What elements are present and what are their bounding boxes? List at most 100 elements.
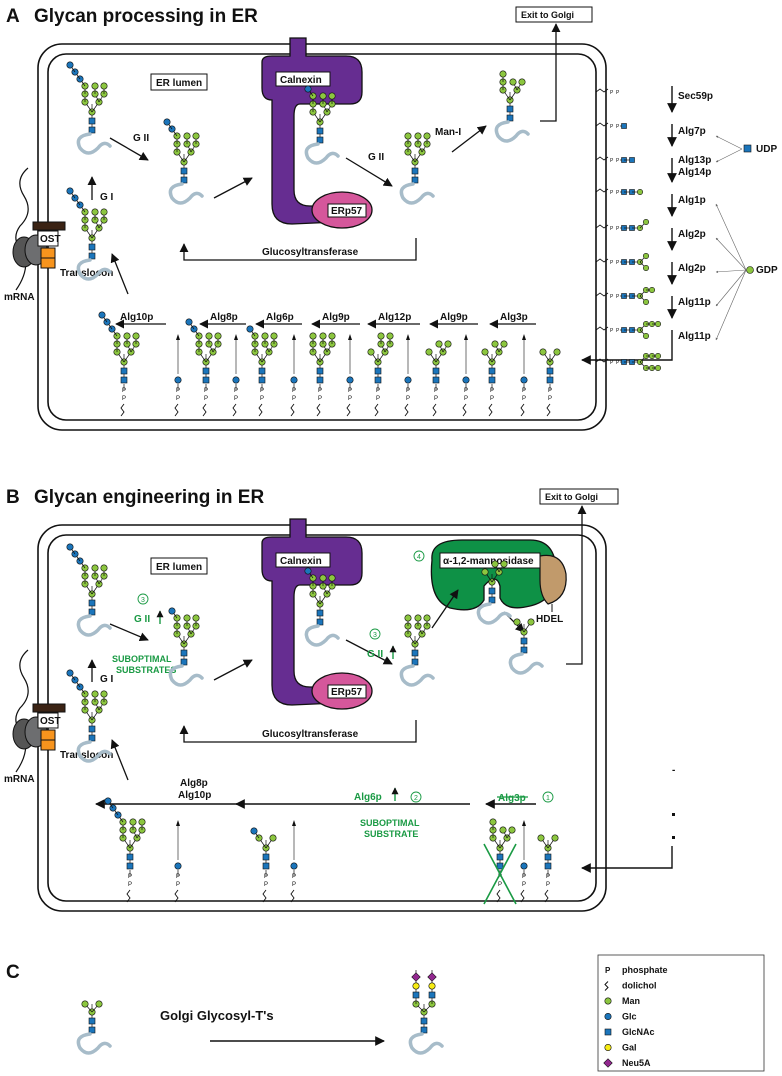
glcnac-residue: [496, 862, 504, 870]
man-residue: [261, 332, 269, 340]
gII-label-2-b: G II: [367, 649, 383, 660]
glcnac-residue: [420, 1026, 428, 1034]
glcnac-residue: [258, 367, 266, 375]
enzyme-alg8p: Alg8p: [210, 312, 238, 323]
phosphate-symbol: P: [522, 396, 526, 402]
exit-golgi-box-b: [539, 488, 619, 505]
protein-chain: [76, 258, 112, 281]
man-residue: [508, 826, 516, 834]
protein-chain: [476, 602, 512, 625]
man-residue: [513, 618, 521, 626]
svg-text:P: P: [616, 294, 620, 300]
dolichol-tail: [544, 889, 549, 903]
glc-residue: [246, 325, 254, 333]
glc-residue: [66, 187, 74, 195]
arrow-transfer-b: [110, 739, 129, 781]
lipid-linked-oligosaccharide: PP: [174, 334, 182, 417]
phosphate-symbol: P: [176, 882, 180, 888]
man-residue: [95, 1000, 103, 1008]
protein-chain: [76, 740, 112, 763]
svg-text:P: P: [610, 124, 614, 130]
arrow-gII-1-b: [109, 623, 149, 642]
phosphate-symbol: P: [434, 388, 438, 394]
glcnac-residue: [180, 649, 188, 657]
man-residue: [123, 332, 131, 340]
arrow-to-mannosidase: [431, 589, 459, 629]
enzyme-alg3p-b: Alg3p: [498, 793, 526, 804]
gal-residue: [412, 982, 420, 990]
glycoprotein: [476, 560, 512, 625]
dolichol-tail: [432, 403, 437, 417]
phosphate-symbol: P: [292, 388, 296, 394]
man-residue: [444, 340, 452, 348]
svg-text:P: P: [616, 190, 620, 196]
enzyme-alg12p: Alg12p: [378, 312, 411, 323]
suboptimal-substrate-1: SUBOPTIMAL: [360, 818, 420, 828]
phosphate-symbol: P: [434, 396, 438, 402]
glcnac-residue: [488, 587, 496, 595]
lipid-linked-oligosaccharide: PP: [367, 332, 394, 417]
glcnac-residue: [88, 734, 96, 742]
translocon-a: OST Translocon mRNA: [4, 167, 113, 303]
udp-glcnac-icon: [743, 144, 752, 153]
glc-residue: [520, 862, 528, 870]
gII-label-1-b: G II: [134, 614, 150, 625]
phosphate-symbol: P: [546, 874, 550, 880]
dolichol-symbol: [604, 981, 609, 991]
er-lumen-label-box: [150, 73, 208, 91]
lipid-linked-oligosaccharide: PP: [462, 334, 470, 417]
gI-label-b: G I: [100, 674, 114, 685]
step-3b-circle: [369, 628, 381, 640]
exit-golgi-box: [515, 6, 593, 23]
glc-residue: [520, 376, 528, 384]
man-residue: [518, 78, 526, 86]
erp57-label-box-b: [327, 684, 367, 699]
phosphate-symbol: P: [490, 388, 494, 394]
glc-residue: [66, 669, 74, 677]
phosphate-symbol: P: [292, 874, 296, 880]
protein-chain: [508, 652, 544, 675]
glcnac-residue: [262, 862, 270, 870]
legend-item: dolichol: [604, 981, 657, 991]
svg-text:P: P: [616, 260, 620, 266]
man-residue: [489, 818, 497, 826]
lipid-linked-oligosaccharide: PP: [246, 325, 278, 417]
man-residue: [435, 340, 443, 348]
dolichol-tail: [290, 889, 295, 903]
gal-residue: [428, 982, 436, 990]
calnexin-label: Calnexin: [280, 75, 322, 86]
man-residue: [491, 340, 499, 348]
glycoprotein-after: [408, 970, 444, 1055]
glc-residue: [290, 376, 298, 384]
lipid-linked-oligosaccharide: PP: [250, 827, 277, 903]
man-residue: [642, 298, 649, 305]
dolichol-tail: [520, 889, 525, 903]
lipid-linked-oligosaccharide: PP: [309, 332, 336, 417]
man-residue: [642, 264, 649, 271]
glcnac-residue: [180, 176, 188, 184]
dolichol-tail: [174, 889, 179, 903]
legend-item: Man: [604, 996, 640, 1006]
panel-a: A Glycan processing in ER ER lumen Exit …: [4, 6, 778, 431]
glycoprotein-before: [76, 1000, 112, 1055]
hdel-shape: [539, 554, 567, 605]
ost-label-b: OST: [40, 716, 61, 727]
enzyme-alg3p: Alg3p: [500, 312, 528, 323]
suboptimal-substrates-1: SUBOPTIMAL: [112, 654, 172, 664]
glcnac-residue: [544, 853, 552, 861]
glcnac-residue: [488, 376, 496, 384]
enzyme-alg14p: Alg14p: [678, 167, 711, 178]
panel-a-letter: A: [6, 6, 20, 27]
phosphate-symbol: P: [264, 874, 268, 880]
phosphate-symbol: P: [260, 388, 264, 394]
man-residue: [500, 340, 508, 348]
man-residue: [499, 826, 507, 834]
glycoprotein: [168, 607, 204, 687]
glc-residue: [462, 376, 470, 384]
enzyme-alg6p: Alg6p: [266, 312, 294, 323]
